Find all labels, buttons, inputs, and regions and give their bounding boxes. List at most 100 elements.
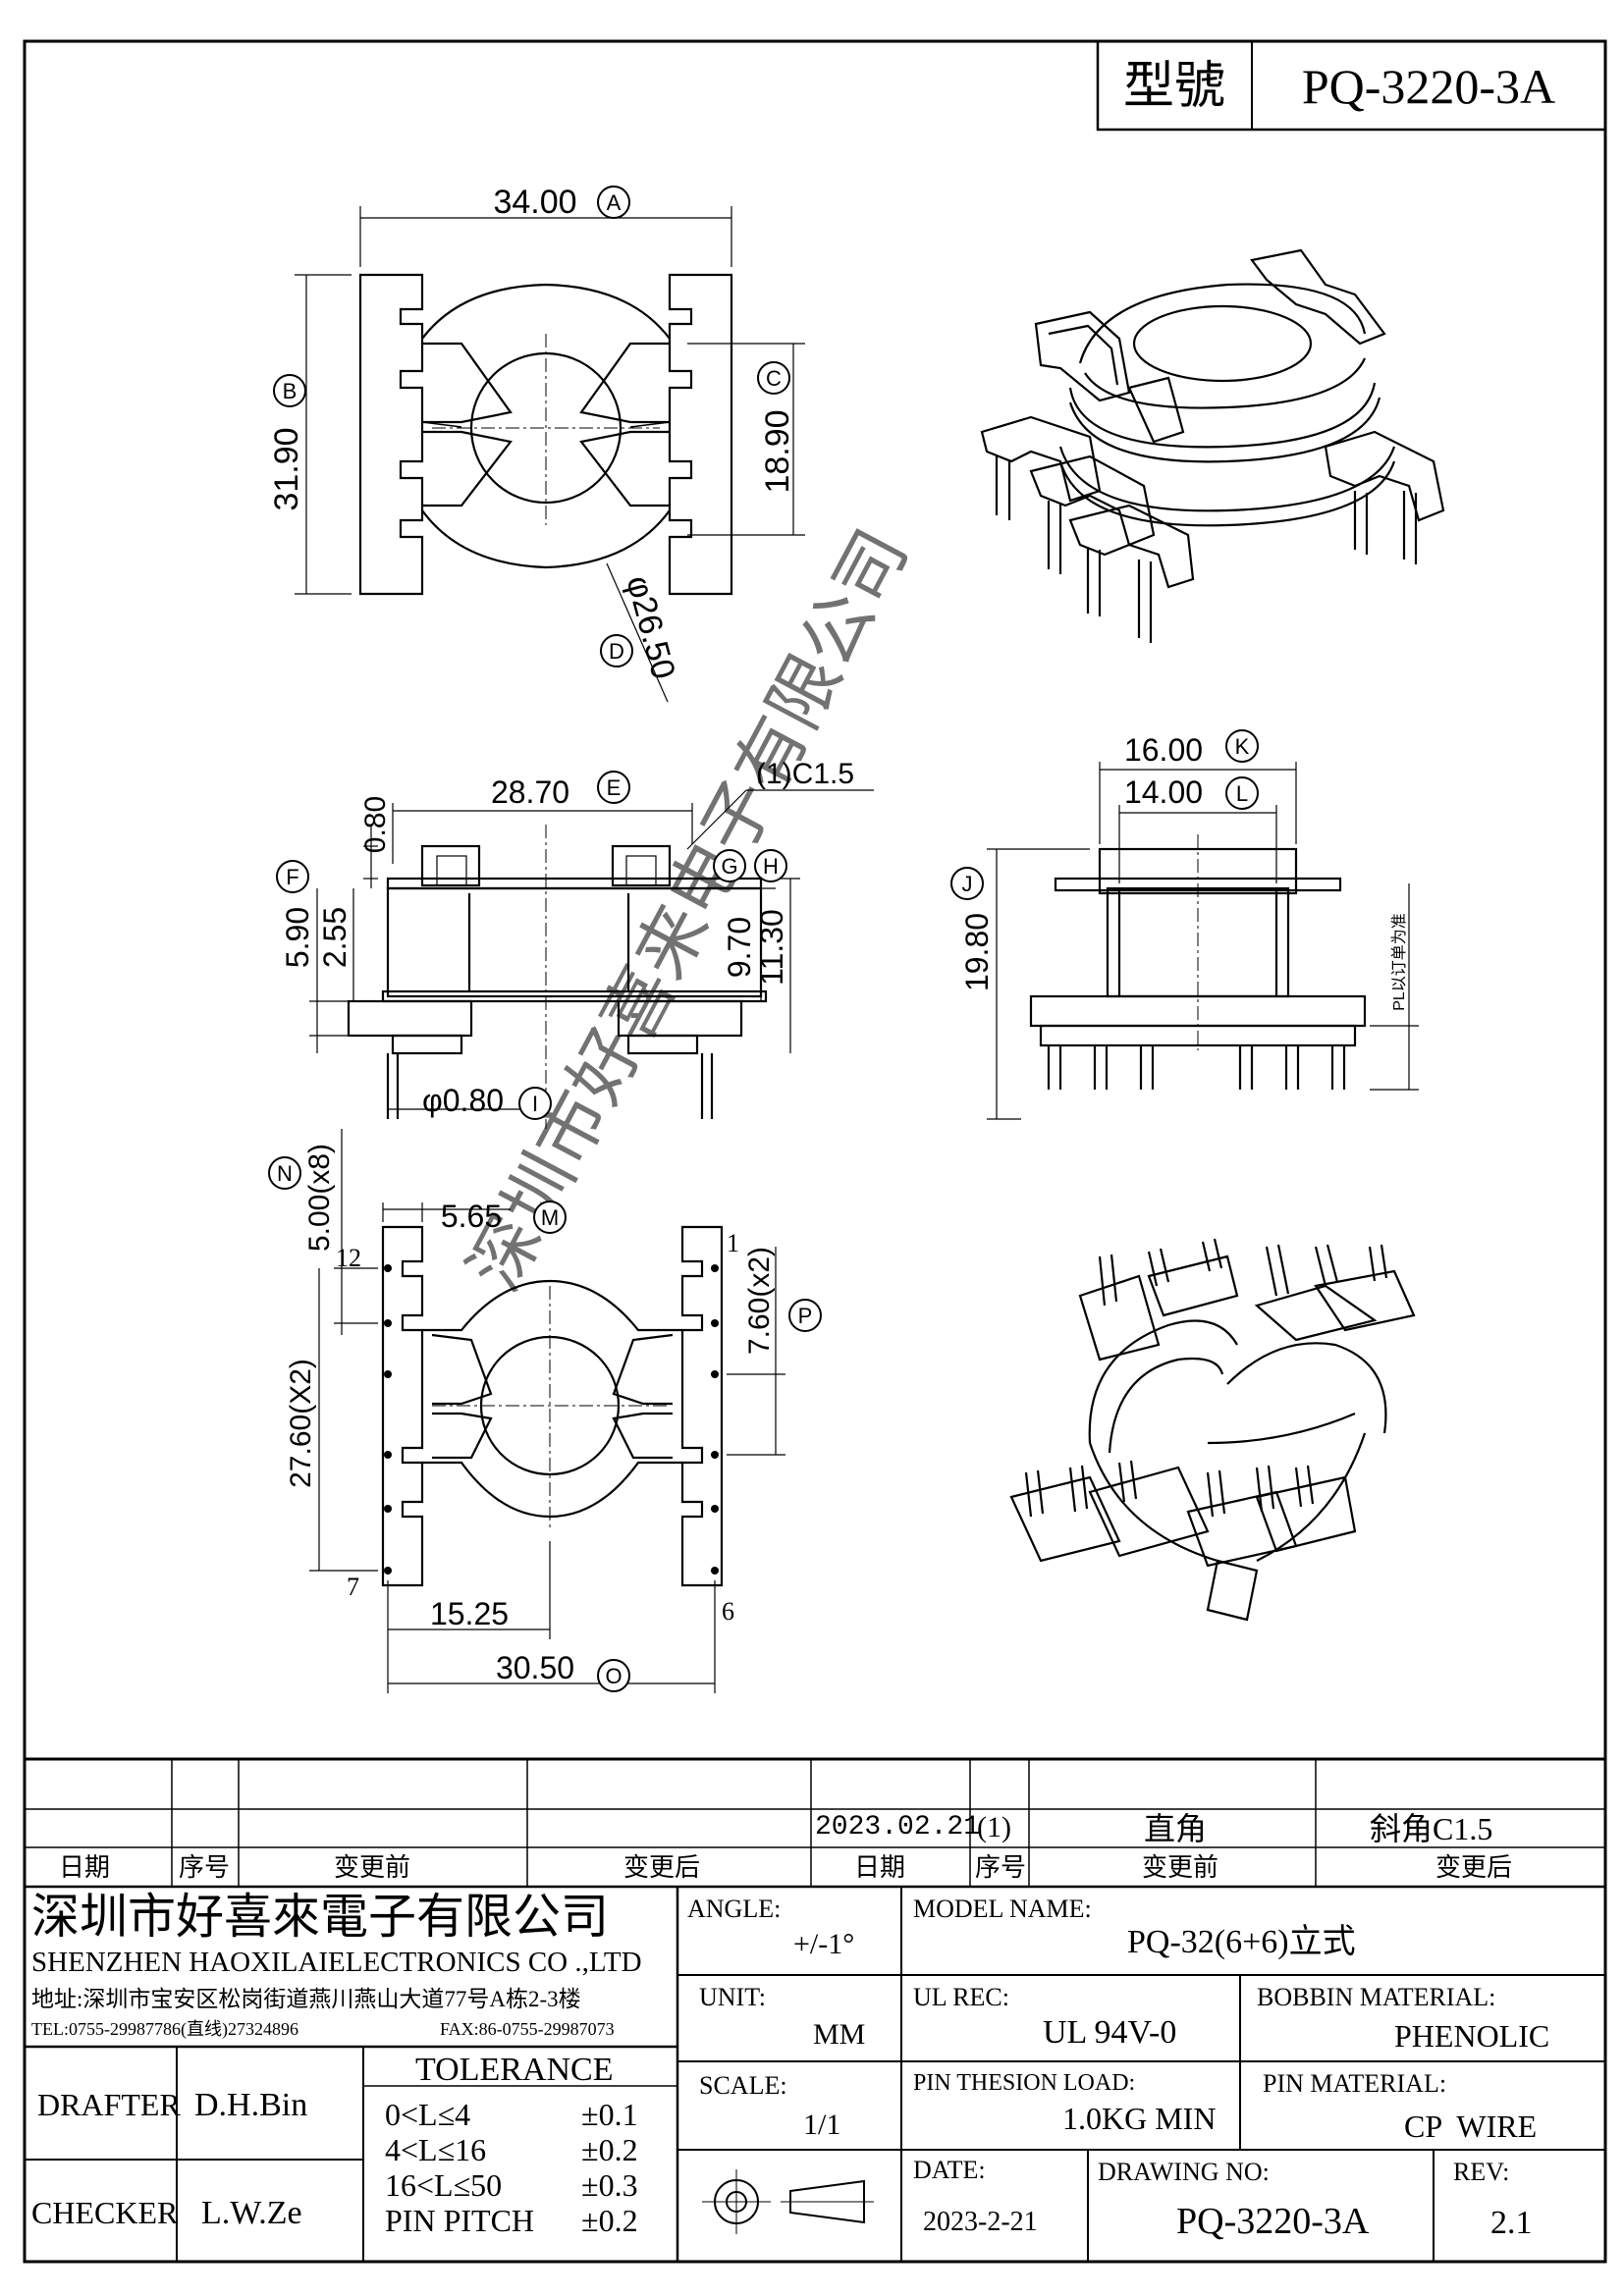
dim-flange: 2.55 bbox=[317, 907, 352, 968]
date-value: 2023-2-21 bbox=[923, 2207, 1038, 2237]
drafter-value: D.H.Bin bbox=[194, 2087, 308, 2123]
change-before: 直角 bbox=[1144, 1811, 1208, 1846]
dim-J: 19.80 bbox=[959, 913, 995, 991]
dim-9-70: 9.70 bbox=[722, 917, 757, 978]
dim-marker-f: F bbox=[276, 860, 309, 893]
tolerance-range-2: 4<L≤16 bbox=[385, 2132, 487, 2167]
tolerance-value-3: ±0.3 bbox=[581, 2167, 638, 2203]
dim-C: 18.90 bbox=[759, 409, 796, 493]
pin-7-label: 7 bbox=[347, 1573, 359, 1601]
dim-letter-k: K bbox=[1235, 734, 1250, 759]
dim-letter-f: F bbox=[286, 865, 298, 889]
pin-1-label: 1 bbox=[727, 1229, 739, 1257]
tolerance-range-1: 0<L≤4 bbox=[385, 2097, 471, 2132]
dim-letter-p: P bbox=[798, 1304, 813, 1328]
drawing-no-value: PQ-3220-3A bbox=[1176, 2201, 1370, 2242]
model-header: 型號 PQ-3220-3A bbox=[1096, 39, 1607, 132]
model-name-value: PQ-32(6+6)立式 bbox=[1127, 1924, 1356, 1960]
iso-view-bottom bbox=[1009, 1238, 1416, 1622]
dim-letter-i: I bbox=[532, 1092, 538, 1116]
pin-load-value: 1.0KG MIN bbox=[1062, 2101, 1217, 2136]
top-view bbox=[295, 206, 805, 703]
pin-6-label: 6 bbox=[722, 1597, 734, 1626]
scale-label: SCALE: bbox=[699, 2071, 787, 2100]
dim-letter-g: G bbox=[721, 854, 737, 879]
bobbin-label: BOBBIN MATERIAL: bbox=[1257, 1983, 1496, 2011]
dim-B: 31.90 bbox=[268, 427, 305, 510]
tolerance-range-4: PIN PITCH bbox=[385, 2203, 535, 2238]
header-before-right: 变更前 bbox=[1142, 1853, 1219, 1882]
title-block-grid bbox=[25, 1757, 1605, 2262]
dim-letter-h: H bbox=[763, 854, 779, 879]
rev-value: 2.1 bbox=[1490, 2205, 1533, 2241]
dim-letter-o: O bbox=[605, 1664, 622, 1688]
tolerance-range-3: 16<L≤50 bbox=[385, 2167, 503, 2203]
side-view bbox=[987, 762, 1419, 1120]
dim-marker-e: E bbox=[597, 771, 630, 804]
pin-material-value: CP WIRE bbox=[1404, 2109, 1538, 2144]
model-label: 型號 bbox=[1123, 59, 1225, 115]
header-seq-right: 序号 bbox=[975, 1853, 1027, 1882]
drafter-label: DRAFTER bbox=[37, 2087, 181, 2122]
dim-marker-k: K bbox=[1225, 729, 1259, 763]
dim-M: 5.65 bbox=[441, 1199, 502, 1234]
pin-material-label: PIN MATERIAL: bbox=[1263, 2069, 1447, 2098]
tolerance-title: TOLERANCE bbox=[415, 2052, 614, 2088]
model-name-label: MODEL NAME: bbox=[913, 1895, 1092, 1923]
dim-marker-p: P bbox=[788, 1299, 822, 1332]
dim-letter-c: C bbox=[766, 366, 782, 391]
header-date-left: 日期 bbox=[59, 1853, 111, 1882]
dim-letter-l: L bbox=[1236, 781, 1248, 806]
pl-note: PL以订单为准 bbox=[1390, 913, 1408, 1011]
dim-marker-b: B bbox=[273, 374, 306, 407]
dim-top-gap: 0.80 bbox=[359, 796, 392, 853]
dim-L: 14.00 bbox=[1124, 774, 1203, 810]
side-view-labels: 16.00 14.00 19.80 PL以订单为准 bbox=[959, 732, 1408, 1011]
dim-D: φ26.50 bbox=[619, 571, 681, 682]
change-seq: (1) bbox=[977, 1811, 1011, 1843]
dim-marker-d: D bbox=[600, 634, 633, 667]
dim-chamfer: (1)C1.5 bbox=[756, 758, 854, 790]
header-after-left: 变更后 bbox=[623, 1853, 701, 1882]
dim-letter-j: J bbox=[962, 872, 973, 896]
company-name-en: SHENZHEN HAOXILAIELECTRONICS CO .,LTD bbox=[31, 1947, 642, 1978]
dim-letter-d: D bbox=[609, 639, 624, 664]
tolerance-value-1: ±0.1 bbox=[581, 2097, 638, 2132]
bobbin-value: PHENOLIC bbox=[1394, 2018, 1550, 2054]
bottom-view bbox=[309, 1129, 785, 1693]
ul-label: UL REC: bbox=[913, 1983, 1009, 2011]
dim-A: 34.00 bbox=[493, 184, 576, 221]
angle-value: +/-1° bbox=[793, 1928, 855, 1960]
date-label: DATE: bbox=[913, 2156, 986, 2184]
unit-value: MM bbox=[813, 2018, 866, 2051]
rev-label: REV: bbox=[1453, 2158, 1510, 2186]
header-seq-left: 序号 bbox=[179, 1853, 231, 1882]
tolerance-value-4: ±0.2 bbox=[581, 2203, 638, 2238]
dim-marker-i: I bbox=[518, 1087, 552, 1120]
header-before-left: 变更前 bbox=[334, 1853, 411, 1882]
dim-K: 16.00 bbox=[1124, 732, 1203, 768]
watermark: 深圳市好喜来电子有限公司 bbox=[455, 517, 922, 1303]
dim-marker-c: C bbox=[757, 361, 790, 395]
dim-O: 30.50 bbox=[496, 1650, 574, 1685]
dim-letter-a: A bbox=[607, 190, 622, 215]
dim-11-30: 11.30 bbox=[754, 909, 789, 986]
change-date: 2023.02.21 bbox=[815, 1812, 981, 1842]
change-after: 斜角C1.5 bbox=[1370, 1811, 1493, 1846]
top-view-labels: 34.00 31.90 18.90 φ26.50 bbox=[268, 184, 796, 683]
dim-half: 15.25 bbox=[430, 1596, 509, 1631]
checker-value: L.W.Ze bbox=[201, 2195, 302, 2231]
dim-I: φ0.80 bbox=[422, 1083, 504, 1118]
header-date-right: 日期 bbox=[854, 1853, 906, 1882]
dim-marker-h: H bbox=[754, 849, 787, 882]
dim-N: 5.00(x8) bbox=[303, 1144, 336, 1252]
dim-E: 28.70 bbox=[491, 774, 569, 810]
dim-marker-o: O bbox=[597, 1659, 630, 1692]
bottom-view-labels: 5.65 5.00(x8) 7.60(x2) 27.60(X2) 15.25 3… bbox=[285, 1144, 776, 1685]
front-view bbox=[309, 789, 874, 1129]
pin-load-label: PIN THESION LOAD: bbox=[913, 2070, 1136, 2096]
tolerance-value-2: ±0.2 bbox=[581, 2132, 638, 2167]
model-number: PQ-3220-3A bbox=[1302, 59, 1555, 114]
